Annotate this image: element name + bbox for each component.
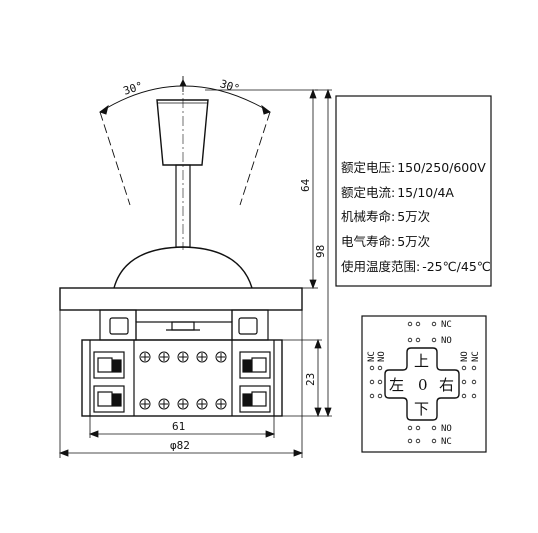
direction-down-label: 下 (414, 400, 429, 418)
actuator-block-left (99, 309, 137, 341)
microswitch-bottom-left (93, 385, 125, 413)
actuator-block-right (231, 309, 269, 341)
screw-row-bottom (139, 398, 227, 410)
left-no-label: NO (377, 351, 387, 362)
screw-row-top (139, 351, 227, 363)
angle-right-label: 30° (218, 77, 241, 96)
direction-right-label: 右 (439, 376, 454, 394)
right-no-label: NO (460, 351, 470, 362)
microswitch-top-left (93, 351, 125, 379)
left-nc-label: NC (367, 351, 377, 362)
spec-value: 150/250/600V (397, 160, 486, 175)
dimension-82-label: φ82 (170, 439, 190, 452)
mounting-plate (59, 287, 303, 311)
switch-side-view (59, 76, 303, 417)
swing-angle-indicator (99, 76, 271, 206)
wiring-diagram: NC NO NC NO NC NO NO NC 上 下 左 右 0 (361, 315, 487, 453)
direction-up-label: 上 (414, 352, 429, 370)
dimension-61-label: 61 (172, 420, 185, 433)
spec-value: -25℃/45℃ (422, 259, 491, 274)
microswitch-top-right (239, 351, 271, 379)
bottom-nc-label: NC (441, 437, 452, 447)
direction-left-label: 左 (389, 376, 404, 394)
switch-body (81, 339, 283, 417)
top-no-label: NO (441, 336, 452, 346)
joystick-dome (113, 246, 253, 289)
dimension-23-label: 23 (304, 373, 317, 386)
spec-label: 使用温度范围: (341, 259, 420, 274)
spec-row: 额定电压:150/250/600V (341, 160, 486, 175)
spec-value: 5万次 (397, 234, 430, 249)
angle-left-label: 30° (122, 79, 145, 98)
wiring-box (361, 315, 487, 453)
joystick-knob (156, 99, 209, 166)
center-position-label: 0 (418, 376, 428, 394)
spec-label: 电气寿命: (341, 234, 395, 249)
contact-dots (369, 321, 477, 444)
gate-outline (384, 347, 460, 421)
spec-value: 5万次 (397, 209, 430, 224)
spec-list: 额定电压:150/250/600V 额定电流:15/10/4A 机械寿命:5万次… (341, 160, 491, 274)
spec-label: 额定电流: (341, 185, 395, 200)
right-nc-label: NC (471, 351, 481, 362)
dimension-lines (58, 88, 332, 458)
spec-row: 电气寿命:5万次 (341, 234, 430, 249)
bottom-no-label: NO (441, 424, 452, 434)
top-nc-label: NC (441, 320, 452, 330)
spec-row: 额定电流:15/10/4A (341, 185, 454, 200)
spec-value: 15/10/4A (397, 185, 454, 200)
spec-label: 额定电压: (341, 160, 395, 175)
spec-box (335, 95, 492, 287)
dimension-98-label: 98 (314, 245, 327, 258)
dimension-64-label: 64 (299, 178, 312, 192)
microswitch-bottom-right (239, 385, 271, 413)
spec-row: 机械寿命:5万次 (341, 209, 430, 224)
spec-row: 使用温度范围:-25℃/45℃ (341, 259, 491, 274)
spec-label: 机械寿命: (341, 209, 395, 224)
